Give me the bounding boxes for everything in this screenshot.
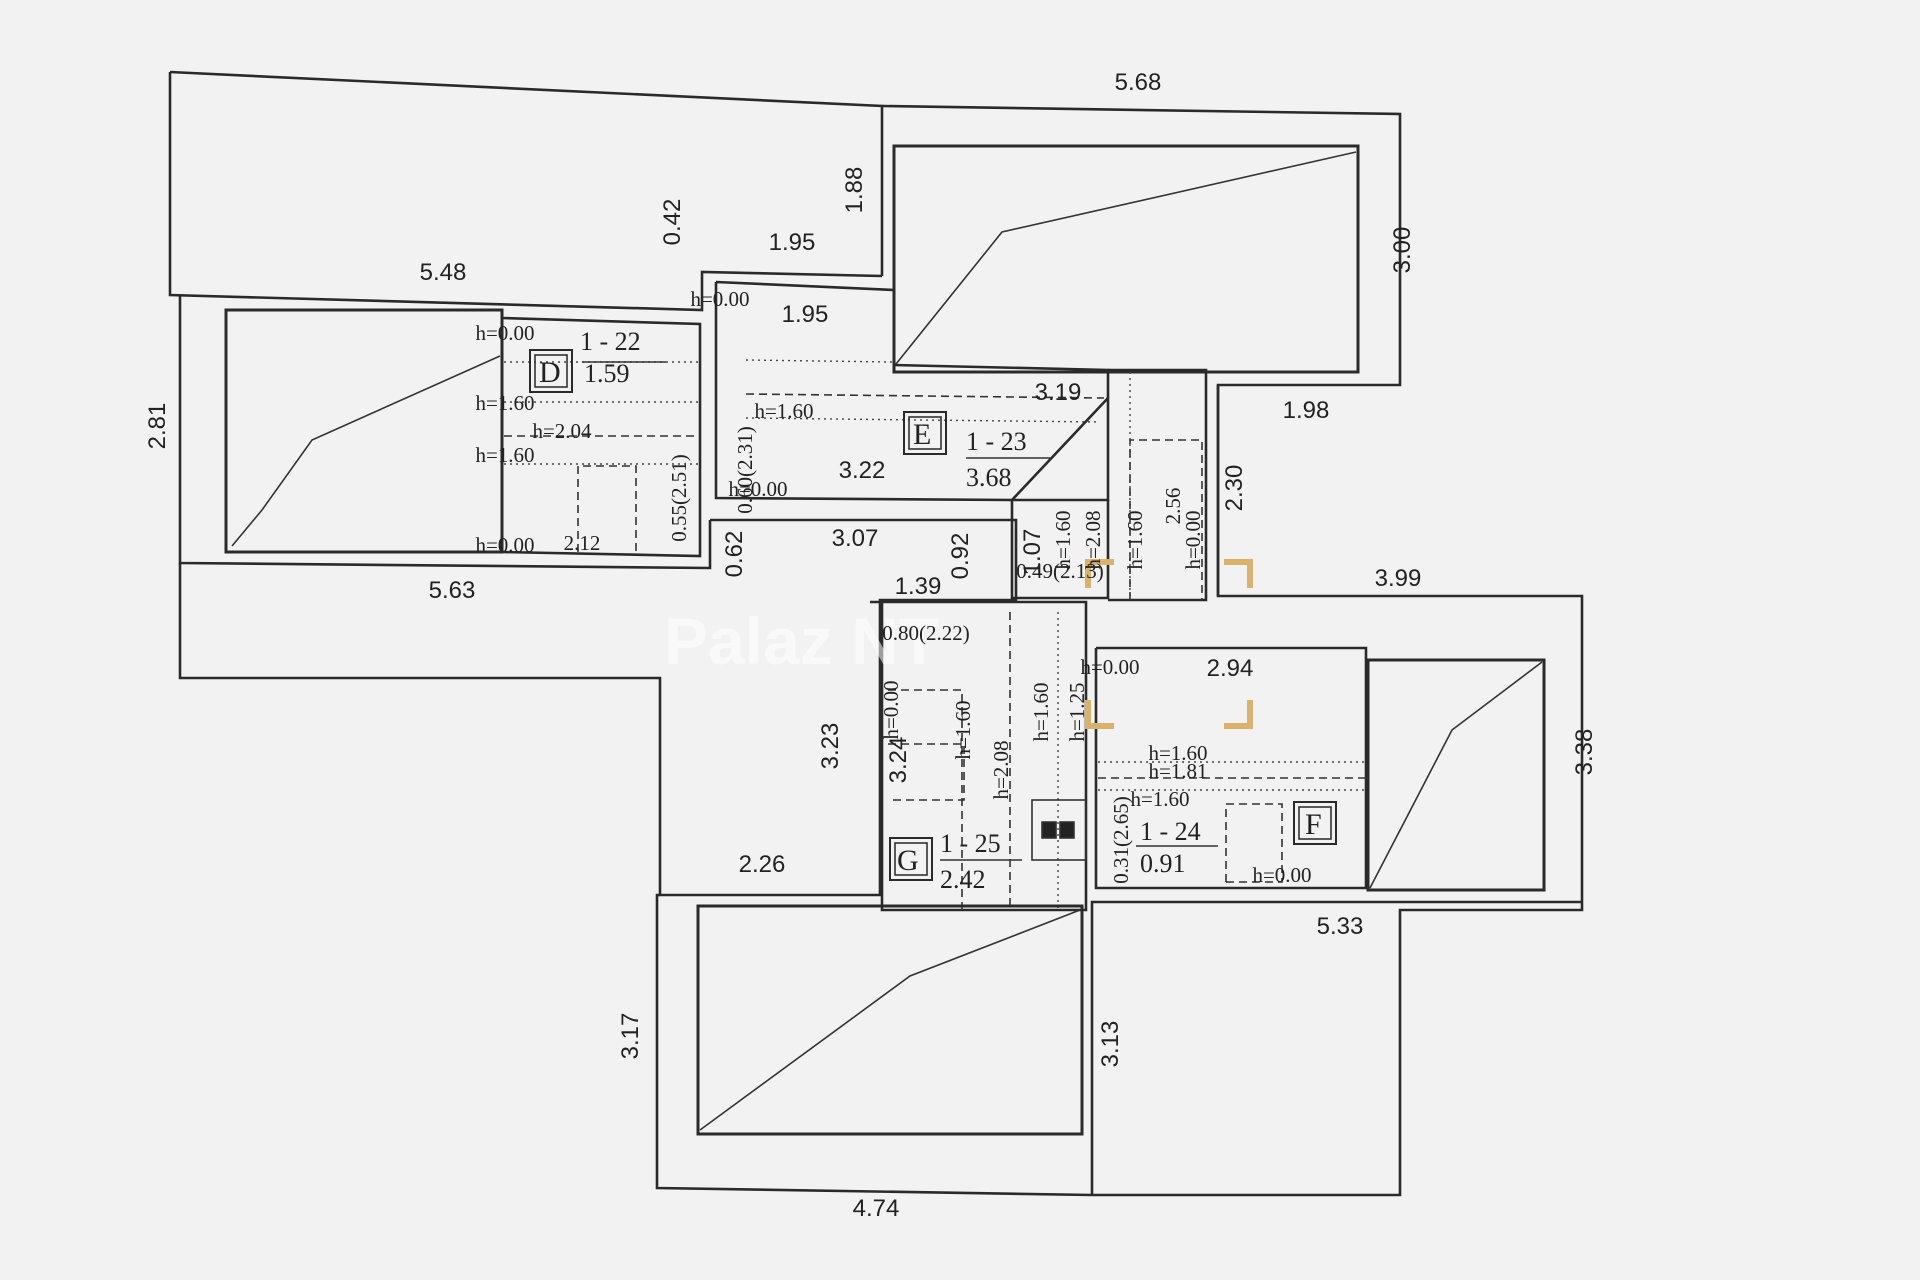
dimension-label-d7: 1.95 xyxy=(782,301,829,328)
room-code: 1 - 24 xyxy=(1140,817,1201,846)
dimension-label-d13: 0.62 xyxy=(721,531,748,578)
room-area: 3.68 xyxy=(966,463,1012,492)
room-code: 1 - 25 xyxy=(940,829,1001,858)
annotation-label-a25: 0.31(2.65) xyxy=(1109,796,1133,884)
dimension-label-d26: 3.13 xyxy=(1097,1021,1124,1068)
annotation-label-a5: h=1.60 xyxy=(475,443,534,467)
dimension-label-d15: 0.92 xyxy=(947,533,974,580)
annotation-label-a8: 0.55(2.51) xyxy=(667,454,691,542)
annotation-label-a19: h=0.00 xyxy=(879,680,903,739)
room-d xyxy=(224,308,702,558)
annotation-label-a28: h=1.60 xyxy=(1130,787,1189,811)
dimension-label-d5: 3.00 xyxy=(1389,227,1416,274)
annotation-label-a7: 2.12 xyxy=(564,531,601,555)
annotation-label-a17: 0.49(2.13) xyxy=(1016,559,1104,583)
dimension-label-d19: 3.99 xyxy=(1375,565,1422,592)
annotation-label-a23: h=1.25 xyxy=(1065,682,1089,741)
room-label-e: E 1 - 23 3.68 xyxy=(903,411,1050,492)
outer-walls xyxy=(168,70,1584,1197)
room-area: 1.59 xyxy=(584,359,630,388)
annotation-label-a11: h=0.00 xyxy=(728,477,787,501)
room-label-f: F 1 - 24 0.91 xyxy=(1136,801,1337,878)
annotation-label-a1: h=0.00 xyxy=(690,287,749,311)
annotation-label-a29: h=0.00 xyxy=(1252,863,1311,887)
watermark-text: Palaz NT xyxy=(664,604,939,678)
room-bottom xyxy=(696,900,1582,1195)
dimension-label-d24: 5.33 xyxy=(1317,913,1364,940)
annotation-label-a10: h=1.60 xyxy=(754,399,813,423)
room-letter: D xyxy=(539,356,561,389)
annotation-label-a9: 0.60(2.31) xyxy=(733,426,757,514)
annotation-label-a15: 2.56 xyxy=(1161,488,1185,525)
dimension-label-d3: 0.42 xyxy=(659,199,686,246)
dimension-label-d6: 5.48 xyxy=(420,259,467,286)
dimension-labels: 5.68 1.88 0.42 1.95 3.00 5.48 1.95 2.81 1.98 3.19… xyxy=(144,69,1598,1222)
annotation-label-a3: h=1.60 xyxy=(475,391,534,415)
dimension-label-d4: 1.95 xyxy=(769,229,816,256)
room-code: 1 - 22 xyxy=(580,327,641,356)
annotation-label-a13: h=2.08 xyxy=(1081,510,1105,569)
annotation-label-a26: h=1.60 xyxy=(1148,741,1207,765)
dimension-label-d14: 3.07 xyxy=(832,525,879,552)
room-f xyxy=(1094,646,1546,892)
dimension-label-d18: 1.39 xyxy=(895,573,942,600)
room-area: 2.42 xyxy=(940,865,986,894)
annotation-label-a12: h=1.60 xyxy=(1051,510,1075,569)
room-code: 1 - 23 xyxy=(966,427,1027,456)
dimension-label-d2: 1.88 xyxy=(841,167,868,214)
annotation-label-a20: h=1.60 xyxy=(951,700,975,759)
dimension-label-d1: 5.68 xyxy=(1115,69,1162,96)
dimension-label-d23: 2.26 xyxy=(739,851,786,878)
room-letter: G xyxy=(897,844,919,877)
dimension-label-d9: 1.98 xyxy=(1283,397,1330,424)
dimension-label-d20: 3.23 xyxy=(817,723,844,770)
room-letter: F xyxy=(1305,808,1322,841)
dimension-label-d12: 2.30 xyxy=(1221,465,1248,512)
annotation-label-a16: h=0.00 xyxy=(1181,510,1205,569)
room-area: 0.91 xyxy=(1140,849,1186,878)
annotation-label-a6: h=0.00 xyxy=(475,533,534,557)
annotation-label-a21: h=2.08 xyxy=(989,740,1013,799)
room-label-g: G 1 - 25 2.42 xyxy=(889,829,1022,894)
room-label-d: D 1 - 22 1.59 xyxy=(529,327,666,393)
watermark: Palaz NT xyxy=(664,559,1253,729)
annotation-label-a2: h=0.00 xyxy=(475,321,534,345)
dimension-label-d16: 1.07 xyxy=(1019,529,1046,576)
dimension-label-d8: 2.81 xyxy=(144,403,171,450)
annotation-label-a14: h=1.60 xyxy=(1123,510,1147,569)
dimension-label-d10: 3.19 xyxy=(1035,379,1082,406)
dimension-label-d25: 3.17 xyxy=(617,1013,644,1060)
room-letter: E xyxy=(913,418,931,451)
annotation-label-a27: h=1.81 xyxy=(1148,759,1207,783)
annotation-label-a22: h=1.60 xyxy=(1029,682,1053,741)
dimension-label-d27: 4.74 xyxy=(853,1195,900,1222)
annotation-label-a24: h=0.00 xyxy=(1080,655,1139,679)
dimension-label-d11: 3.22 xyxy=(839,457,886,484)
dimension-label-d22: 3.38 xyxy=(1571,729,1598,776)
dimension-label-d28: 2.94 xyxy=(1207,655,1254,682)
annotation-label-a18: 0.80(2.22) xyxy=(882,621,970,645)
annotation-label-a4: h=2.04 xyxy=(532,419,592,443)
dimension-label-d17: 5.63 xyxy=(429,577,476,604)
room-e xyxy=(714,144,1360,602)
dimension-label-d21: 3.24 xyxy=(885,737,912,784)
